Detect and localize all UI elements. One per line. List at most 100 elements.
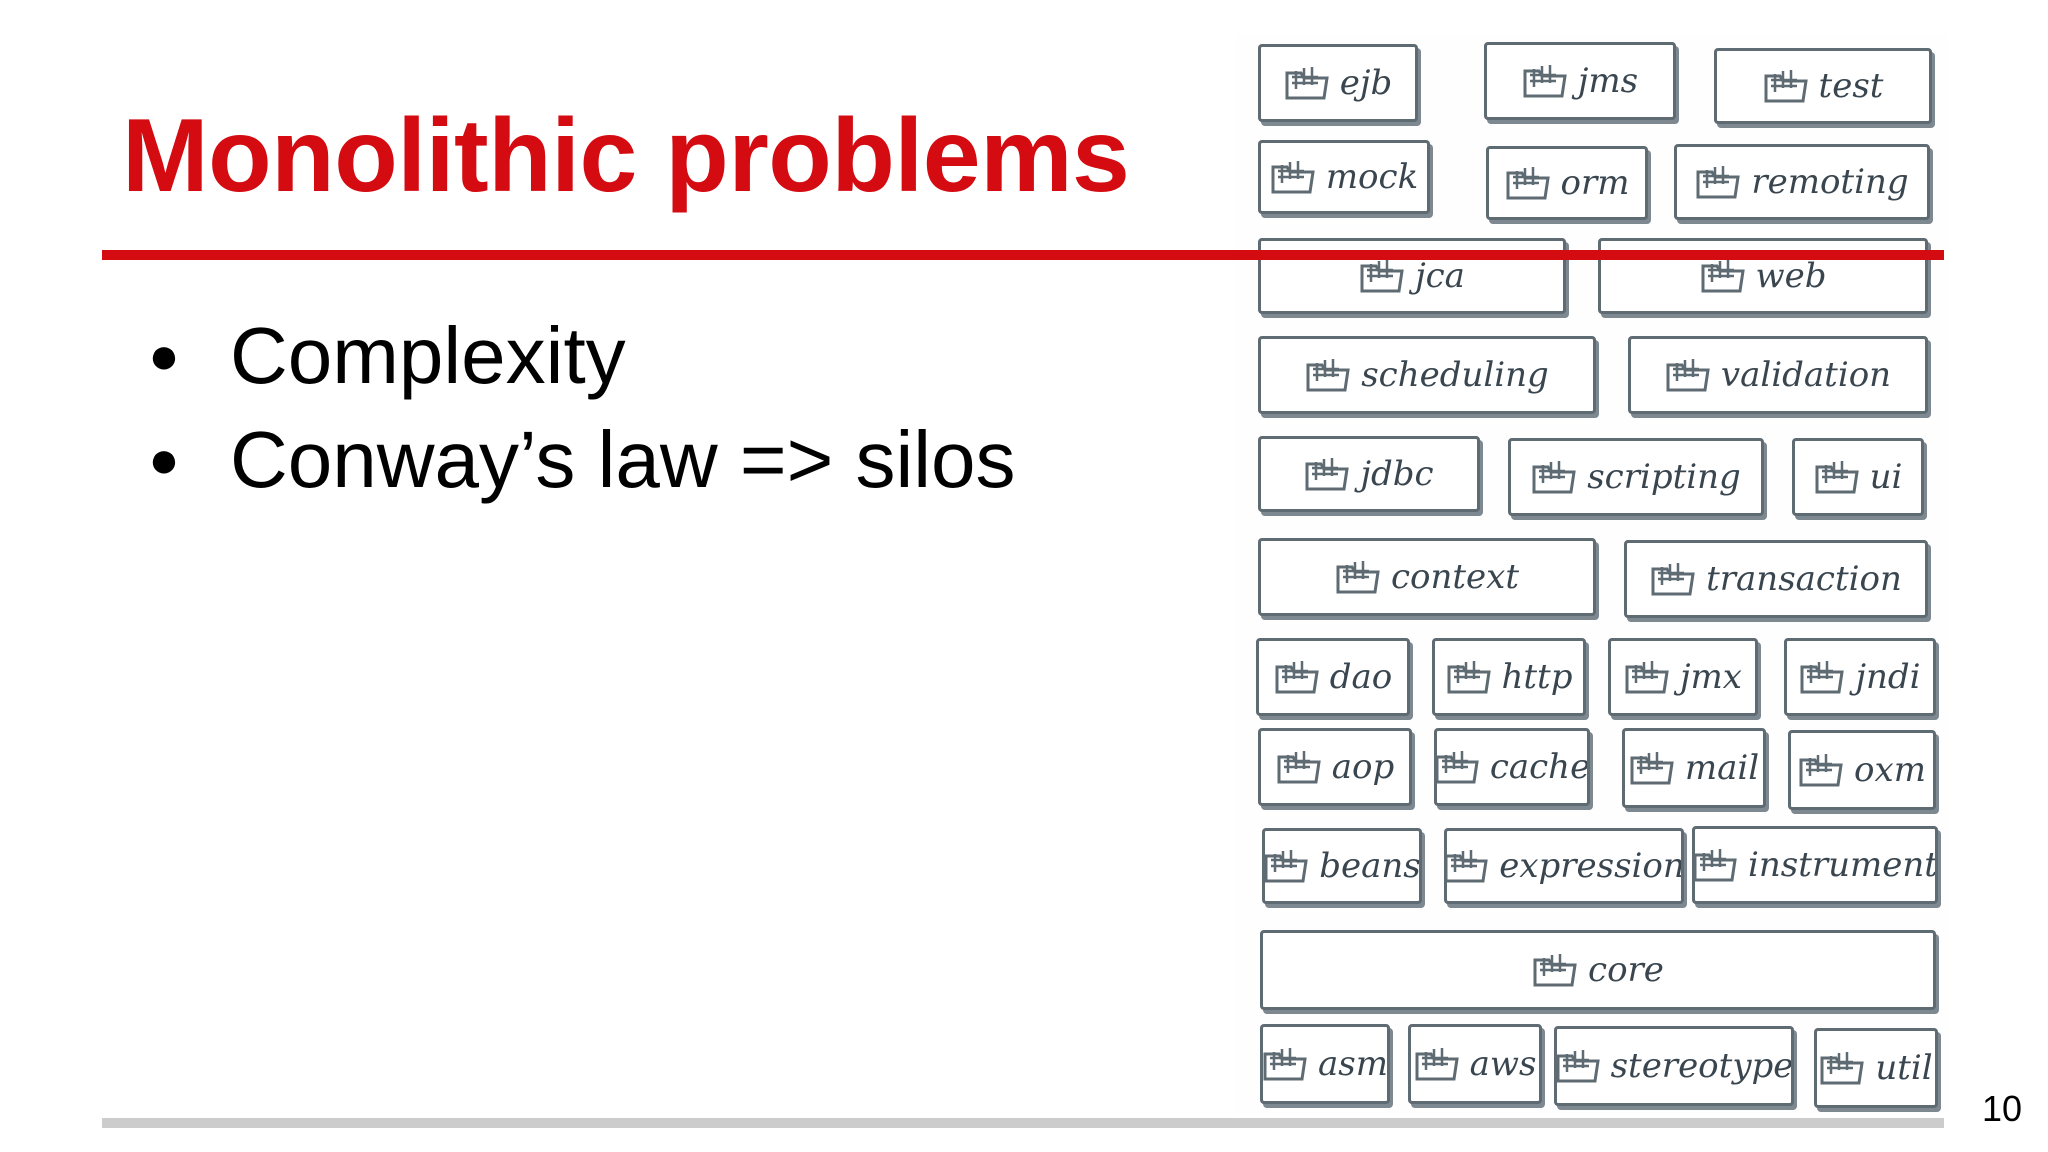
module-instrument: instrument [1692, 826, 1938, 904]
module-aop: aop [1258, 728, 1412, 806]
module-label: test [1818, 66, 1884, 106]
bullet-item: ● Complexity [124, 304, 1016, 408]
folder-icon [1764, 70, 1808, 103]
folder-icon [1263, 1048, 1307, 1081]
folder-icon [1506, 167, 1550, 200]
module-label: core [1588, 950, 1664, 990]
folder-icon [1447, 850, 1488, 883]
folder-icon [1523, 65, 1567, 98]
modules-diagram: ejb jms test mock orm remoting jca [1236, 34, 1948, 1114]
folder-icon [1625, 661, 1669, 694]
module-jdbc: jdbc [1258, 436, 1480, 512]
module-http: http [1432, 638, 1586, 716]
module-mock: mock [1258, 140, 1430, 214]
module-oxm: oxm [1788, 730, 1936, 810]
module-label: jms [1577, 61, 1639, 101]
module-remoting: remoting [1674, 144, 1930, 220]
folder-icon [1820, 1052, 1865, 1085]
folder-icon [1271, 161, 1315, 194]
folder-icon [1799, 754, 1843, 787]
title-divider [102, 250, 1944, 260]
bullet-text: Complexity [230, 311, 626, 400]
module-label: remoting [1751, 162, 1909, 202]
module-label: http [1501, 657, 1573, 697]
folder-icon [1265, 850, 1308, 883]
folder-icon [1275, 661, 1319, 694]
slide-title: Monolithic problems [122, 98, 1130, 214]
folder-icon [1532, 461, 1576, 494]
folder-icon [1447, 661, 1491, 694]
bullet-marker: ● [148, 327, 180, 385]
folder-icon [1696, 166, 1741, 199]
module-label: expression [1499, 846, 1684, 886]
module-transaction: transaction [1624, 540, 1928, 618]
folder-icon [1800, 661, 1845, 694]
module-label: util [1875, 1048, 1933, 1088]
module-label: ui [1869, 457, 1903, 497]
module-label: jndi [1855, 657, 1921, 697]
folder-icon [1437, 751, 1479, 784]
folder-icon [1701, 260, 1745, 293]
folder-icon [1336, 561, 1380, 594]
module-label: web [1755, 256, 1827, 296]
module-label: jmx [1680, 657, 1742, 697]
module-label: ejb [1339, 63, 1393, 103]
module-cache: cache [1434, 728, 1590, 806]
folder-icon [1815, 461, 1859, 494]
module-label: oxm [1854, 750, 1926, 790]
module-label: jca [1415, 256, 1465, 296]
module-test: test [1714, 48, 1932, 124]
module-label: instrument [1748, 845, 1938, 885]
module-label: mail [1684, 748, 1760, 788]
folder-icon [1285, 67, 1329, 100]
bullet-item: ● Conway’s law => silos [124, 408, 1016, 512]
module-jmx: jmx [1608, 638, 1758, 716]
module-label: orm [1560, 163, 1630, 203]
module-label: dao [1329, 657, 1393, 697]
module-label: stereotype [1610, 1046, 1794, 1086]
folder-icon [1695, 849, 1737, 882]
module-label: aop [1331, 747, 1395, 787]
module-ui: ui [1792, 438, 1924, 516]
module-stereotype: stereotype [1554, 1026, 1794, 1106]
module-beans: beans [1262, 828, 1422, 904]
module-label: scripting [1587, 457, 1741, 497]
bullet-list: ● Complexity ● Conway’s law => silos [124, 304, 1016, 512]
module-jms: jms [1484, 42, 1676, 120]
module-scheduling: scheduling [1258, 336, 1596, 414]
folder-icon [1666, 359, 1710, 392]
module-util: util [1814, 1028, 1938, 1108]
module-aws: aws [1408, 1024, 1542, 1104]
module-ejb: ejb [1258, 44, 1418, 122]
module-scripting: scripting [1508, 438, 1764, 516]
module-label: validation [1720, 355, 1892, 395]
module-label: beans [1319, 846, 1421, 886]
module-label: asm [1318, 1044, 1388, 1084]
module-label: cache [1489, 747, 1590, 787]
module-context: context [1258, 538, 1596, 616]
module-dao: dao [1256, 638, 1410, 716]
module-validation: validation [1628, 336, 1928, 414]
folder-icon [1277, 751, 1321, 784]
page-number: 10 [1981, 1088, 2022, 1129]
folder-icon [1305, 458, 1350, 491]
folder-icon [1533, 954, 1577, 987]
module-label: jdbc [1360, 454, 1434, 494]
module-orm: orm [1486, 146, 1648, 220]
module-label: aws [1469, 1044, 1537, 1084]
module-label: transaction [1706, 559, 1902, 599]
bullet-marker: ● [148, 431, 180, 489]
module-core: core [1260, 930, 1936, 1010]
folder-icon [1360, 260, 1404, 293]
folder-icon [1651, 563, 1695, 596]
module-expression: expression [1444, 828, 1684, 904]
module-label: mock [1325, 157, 1419, 197]
bullet-text: Conway’s law => silos [230, 415, 1016, 504]
module-label: scheduling [1361, 355, 1549, 395]
module-label: context [1390, 557, 1520, 597]
folder-icon [1630, 752, 1674, 785]
folder-icon [1306, 359, 1350, 392]
module-jndi: jndi [1784, 638, 1936, 716]
footer-divider [102, 1118, 1944, 1128]
